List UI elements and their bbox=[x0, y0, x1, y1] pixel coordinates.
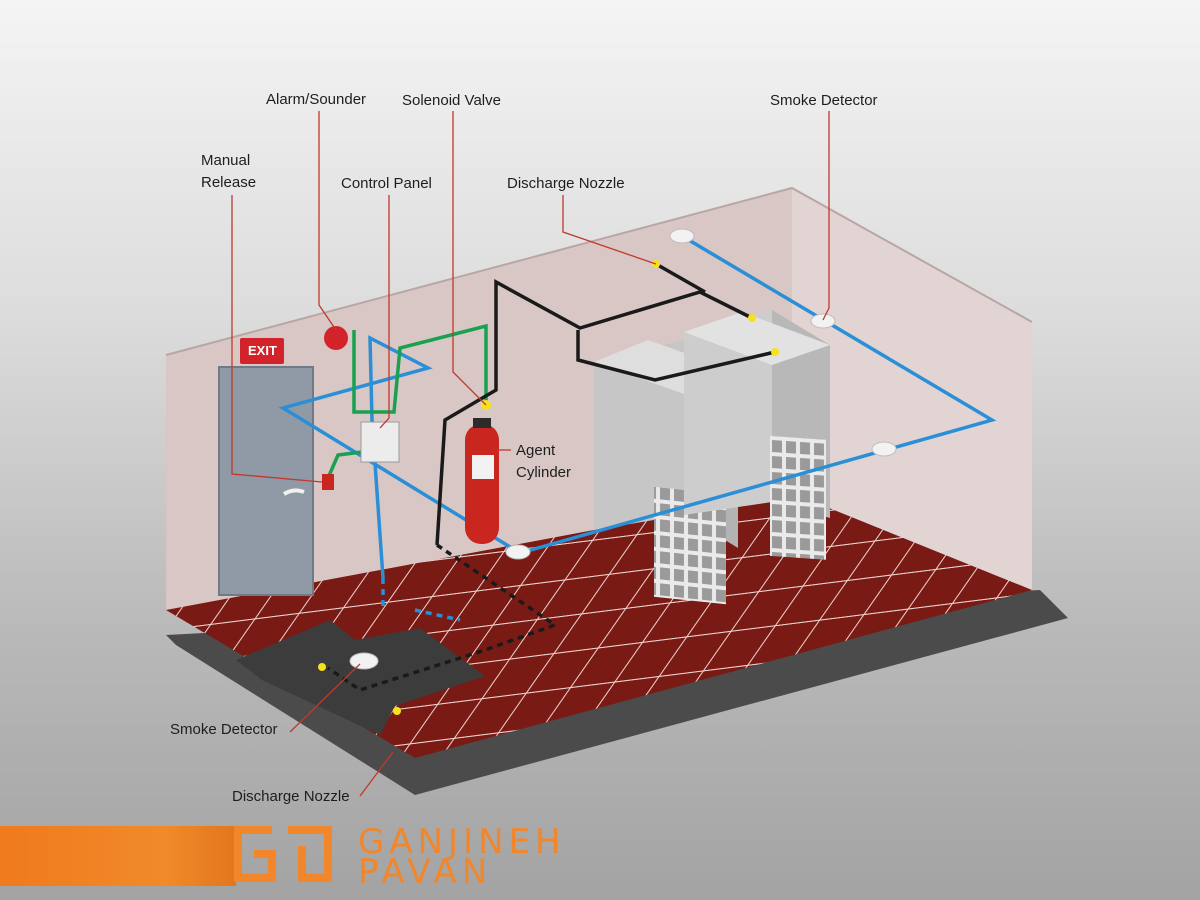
agent-piping bbox=[327, 262, 776, 692]
server-cabinets bbox=[594, 310, 830, 605]
floor-cutaway bbox=[236, 620, 485, 735]
brand-name-line2: Pavan bbox=[358, 852, 493, 892]
brand-name-line1: Ganjineh bbox=[358, 822, 566, 862]
smoke-detectors bbox=[349, 228, 897, 670]
agent-cylinder bbox=[465, 424, 499, 544]
manual-release bbox=[322, 474, 334, 490]
label-smoke-detector-top: Smoke Detector bbox=[770, 92, 878, 109]
label-discharge-nozzle-bottom: Discharge Nozzle bbox=[232, 788, 350, 805]
label-manual-release: Manual Release bbox=[201, 152, 257, 191]
exit-sign-text: EXIT bbox=[248, 343, 277, 358]
door bbox=[218, 366, 314, 596]
label-solenoid-valve: Solenoid Valve bbox=[402, 92, 501, 109]
control-wiring bbox=[326, 323, 488, 479]
label-control-panel: Control Panel bbox=[341, 175, 432, 192]
label-agent-cylinder: Agent Cylinder bbox=[516, 442, 572, 481]
label-discharge-nozzle-top: Discharge Nozzle bbox=[507, 175, 625, 192]
brand-accent-bar bbox=[0, 826, 236, 886]
label-alarm-sounder: Alarm/Sounder bbox=[266, 91, 367, 108]
door-handle bbox=[282, 488, 305, 496]
control-panel bbox=[360, 421, 400, 463]
brand-logo-mark bbox=[234, 826, 332, 882]
exit-sign-box bbox=[240, 338, 284, 364]
label-smoke-detector-bottom: Smoke Detector bbox=[170, 721, 278, 738]
alarm-sounder bbox=[324, 326, 348, 350]
leader-lines bbox=[231, 111, 830, 797]
